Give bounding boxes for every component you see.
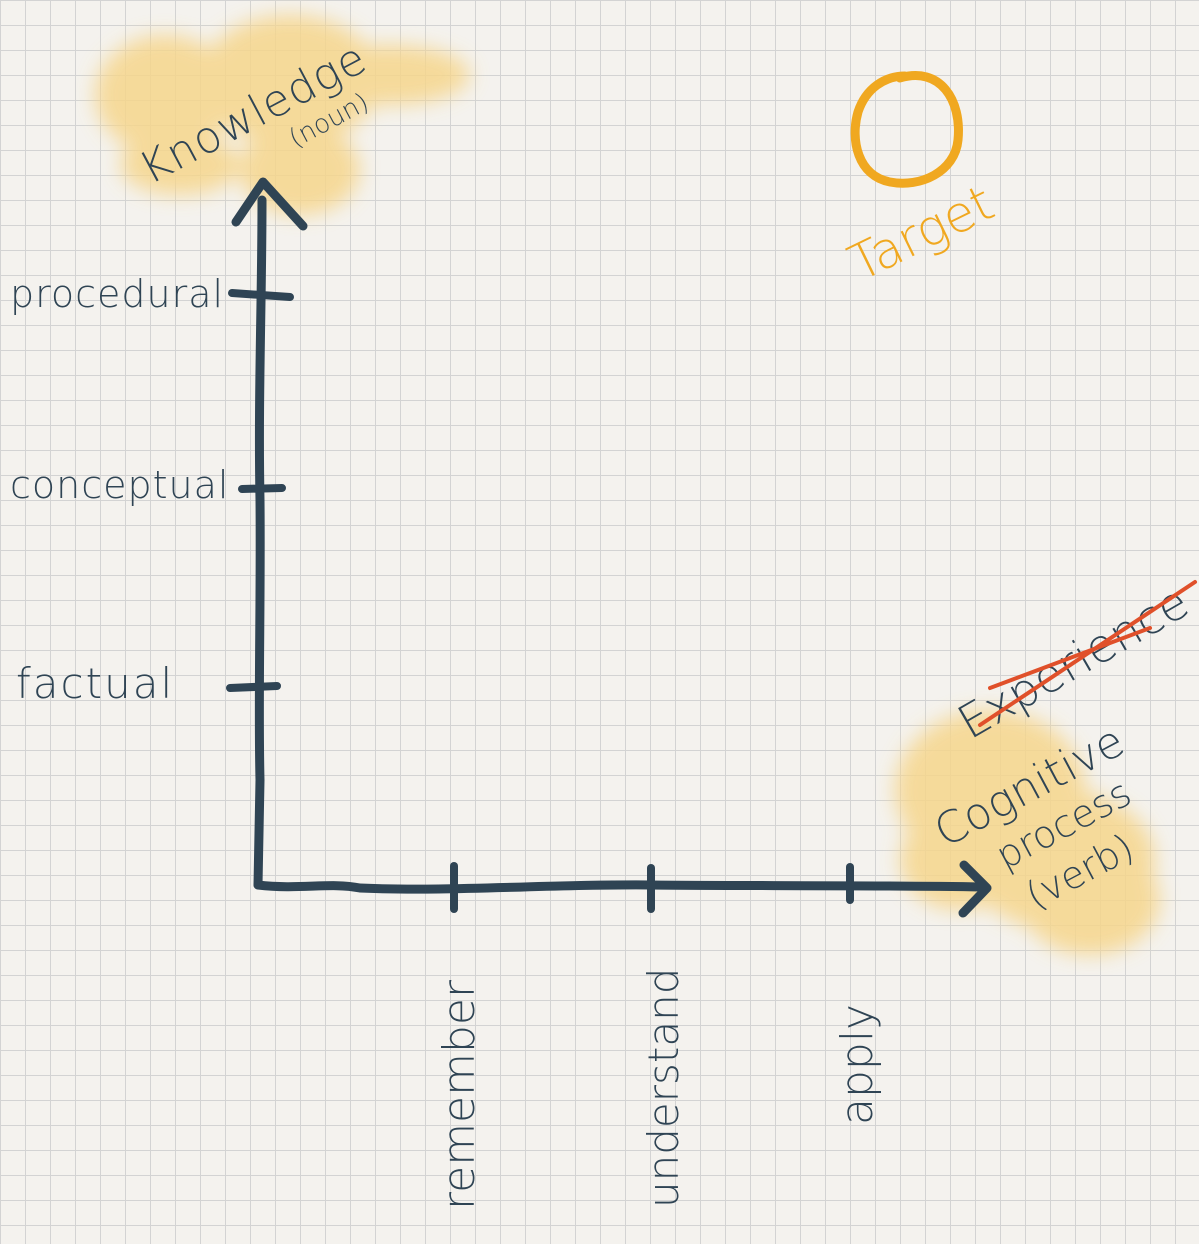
- target-label: Target: [840, 174, 1003, 293]
- x-axis-line: [253, 880, 990, 894]
- x-tick-label-remember-group: remember: [434, 979, 485, 1210]
- x-tick-label-understand-group: understand: [639, 968, 688, 1208]
- y-tick-procedural: [228, 289, 294, 301]
- x-tick-label-remember: remember: [434, 979, 485, 1210]
- y-tick-factual: [226, 682, 281, 692]
- y-tick-label-conceptual: conceptual: [10, 463, 229, 507]
- cognitive-highlight: [895, 710, 1160, 955]
- x-tick-label-understand: understand: [639, 968, 688, 1208]
- y-tick-label-procedural: procedural: [10, 272, 224, 316]
- strike-line-2: [988, 626, 1152, 690]
- target-label-group: Target: [840, 174, 1003, 293]
- y-axis-line: [253, 195, 267, 890]
- y-tick-label-factual: factual: [16, 659, 174, 708]
- y-tick-conceptual: [238, 484, 286, 493]
- x-tick-label-apply: apply: [832, 1004, 883, 1125]
- x-tick-label-apply-group: apply: [832, 1004, 883, 1125]
- y-axis-arrow: [231, 177, 308, 231]
- x-axis-arrow: [958, 860, 992, 918]
- target-circle: [850, 71, 963, 188]
